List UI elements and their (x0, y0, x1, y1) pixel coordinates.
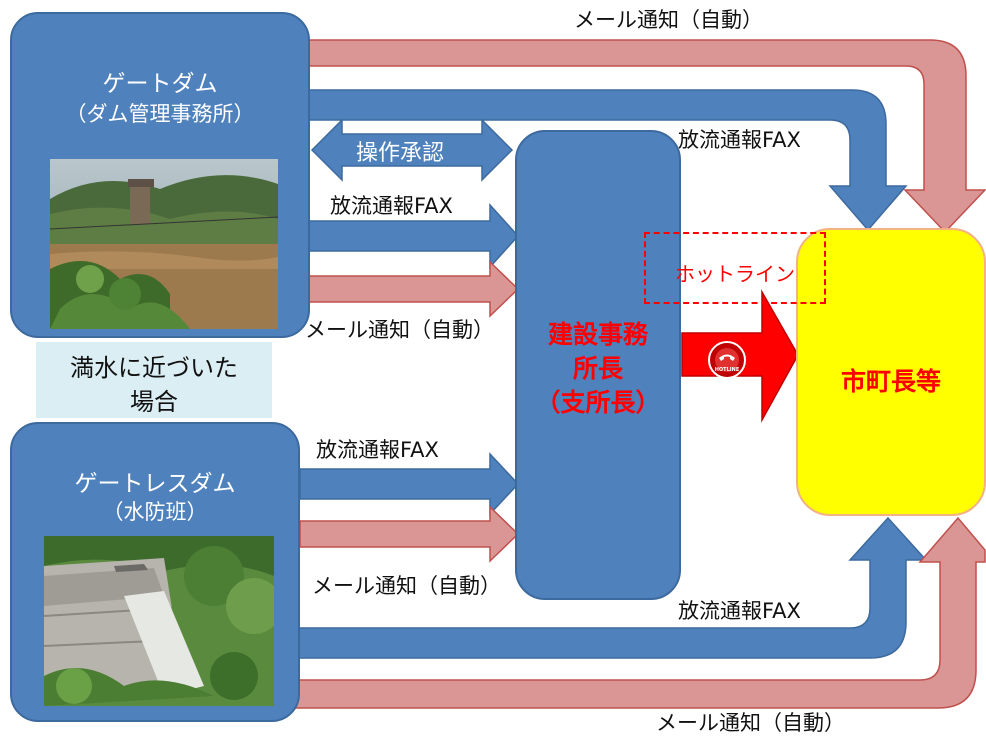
fax-gated-label: 放流通報FAX (330, 194, 453, 218)
fax-arrow-gated (299, 203, 520, 269)
gated-dam-title: ゲートダム (102, 71, 218, 97)
mail-gateless-label: メール通知（自動） (312, 574, 501, 598)
director-line2: 所長 (572, 354, 623, 383)
operation-approval-label: 操作承認 (356, 141, 445, 166)
fax-gateless-label: 放流通報FAX (316, 438, 439, 462)
fax-arrow-top-right (299, 89, 908, 232)
mail-gated-label: メール通知（自動） (305, 318, 494, 342)
director-line1: 建設事務 (547, 320, 648, 349)
mail-bottom-label: メール通知（自動） (656, 711, 845, 735)
fax-top-right-label: 放流通報FAX (678, 128, 801, 152)
gateless-dam-subtitle: （水防班） (102, 500, 208, 524)
mail-arrow-bottom (289, 516, 986, 709)
director-box: 建設事務 所長 （支所長） (515, 130, 681, 600)
mail-arrow-gateless (299, 505, 520, 563)
director-line3: （支所長） (535, 388, 661, 417)
hotline-badge-text: HOTLINE (714, 367, 740, 373)
gateless-dam-photo (44, 536, 274, 706)
fax-arrow-gateless (299, 452, 520, 516)
hotline-box: ホットライン (644, 232, 826, 304)
hotline-label: ホットライン (675, 262, 795, 286)
gated-dam-photo (50, 159, 278, 329)
gated-dam-box: ゲートダム （ダム管理事務所） (10, 12, 310, 338)
approval-double-arrow (310, 118, 514, 182)
condition-label-box: 満水に近づいた 場合 (36, 342, 272, 418)
gateless-dam-title: ゲートレスダム (74, 471, 236, 497)
hotline-phone-icon: HOTLINE (707, 340, 747, 380)
mail-top-label: メール通知（自動） (574, 8, 763, 32)
condition-label-line2: 場合 (130, 388, 178, 416)
mayor-label: 市町長等 (840, 367, 941, 396)
gateless-dam-box: ゲートレスダム （水防班） (10, 422, 300, 722)
mayor-box: 市町長等 (796, 228, 986, 516)
condition-label-line1: 満水に近づいた (70, 354, 238, 382)
mail-arrow-gated (299, 260, 520, 318)
gated-dam-subtitle: （ダム管理事務所） (65, 102, 255, 126)
fax-bottom-right-label: 放流通報FAX (678, 599, 801, 623)
